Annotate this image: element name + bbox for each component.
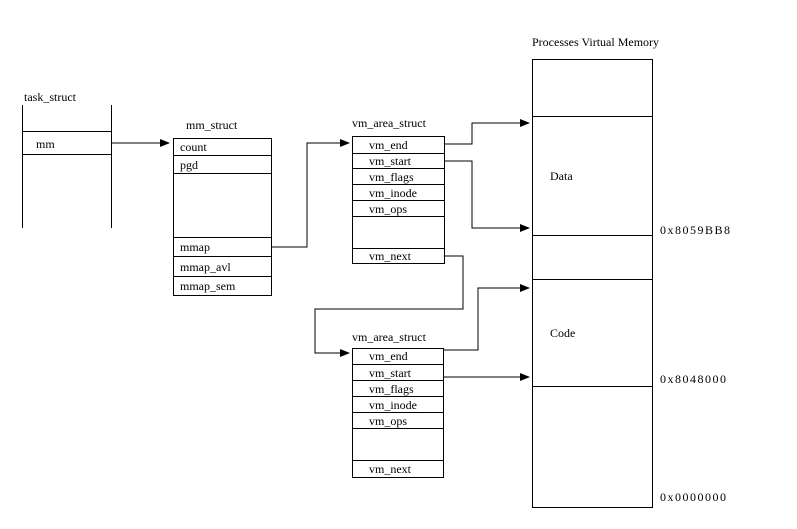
address-label-code-start: 0x8048000 <box>660 372 728 386</box>
mm-struct-field-pgd: pgd <box>174 155 271 173</box>
mm-struct-field-count: count <box>180 140 207 154</box>
mm-struct-field-mmap-avl: mmap_avl <box>174 256 271 276</box>
vm-area-struct-bottom-label: vm_area_struct <box>352 330 426 344</box>
vm-area-bottom-field-vm-end: vm_end <box>369 349 408 363</box>
vm-area-top-field-vm-start: vm_start <box>353 153 444 168</box>
task-struct-right-rail <box>111 105 112 228</box>
mm-struct-field-mmap: mmap <box>174 237 271 256</box>
vm-area-bottom-field-vm-start: vm_start <box>353 364 443 380</box>
mm-struct-label: mm_struct <box>186 118 238 132</box>
vm-area-top-field-vm-end: vm_end <box>369 138 408 152</box>
arrow-vm-end-bottom-to-code-start <box>444 284 530 351</box>
task-struct-label: task_struct <box>24 90 76 104</box>
memory-region-middle-empty <box>533 235 652 279</box>
vm-area-struct-top-label: vm_area_struct <box>352 116 426 130</box>
vm-area-struct-top-box: vm_end vm_start vm_flags vm_inode vm_ops… <box>352 136 445 264</box>
address-label-bottom: 0x0000000 <box>660 490 728 504</box>
vm-area-top-field-vm-flags: vm_flags <box>353 168 444 184</box>
vm-area-top-field-vm-inode: vm_inode <box>353 184 444 200</box>
vm-area-bottom-field-vm-ops: vm_ops <box>353 412 443 428</box>
vm-area-bottom-empty-cell <box>353 428 443 460</box>
task-struct-left-rail <box>22 105 23 228</box>
address-label-data-end: 0x8059BB8 <box>660 223 732 237</box>
memory-map-box: Data Code <box>532 59 653 508</box>
vm-area-bottom-field-vm-next: vm_next <box>353 460 443 477</box>
arrow-vm-start-top-to-data-end <box>445 160 530 232</box>
task-struct-mm-cell-bottom-border <box>22 154 112 155</box>
mm-struct-empty-cell <box>174 173 271 237</box>
memory-map-title: Processes Virtual Memory <box>532 35 660 49</box>
vm-area-bottom-field-vm-inode: vm_inode <box>353 396 443 412</box>
memory-region-bottom-empty <box>533 386 652 507</box>
mm-struct-box: count pgd mmap mmap_avl mmap_sem <box>173 138 272 296</box>
task-struct-mm-cell-top-border <box>22 131 112 132</box>
vm-area-bottom-field-vm-flags: vm_flags <box>353 380 443 396</box>
vm-area-top-empty-cell <box>353 216 444 248</box>
arrow-mmap-to-vm-area-top <box>272 139 350 248</box>
vm-area-struct-bottom-box: vm_end vm_start vm_flags vm_inode vm_ops… <box>352 348 444 478</box>
arrow-vm-end-top-to-data-start <box>445 119 530 145</box>
vm-area-top-field-vm-ops: vm_ops <box>353 200 444 216</box>
memory-region-code: Code <box>533 279 652 386</box>
memory-region-data: Data <box>533 116 652 235</box>
mm-struct-field-mmap-sem: mmap_sem <box>174 276 271 295</box>
vm-area-top-field-vm-next: vm_next <box>353 248 444 263</box>
memory-region-top-empty <box>533 60 652 116</box>
task-struct-field-mm: mm <box>36 137 55 151</box>
